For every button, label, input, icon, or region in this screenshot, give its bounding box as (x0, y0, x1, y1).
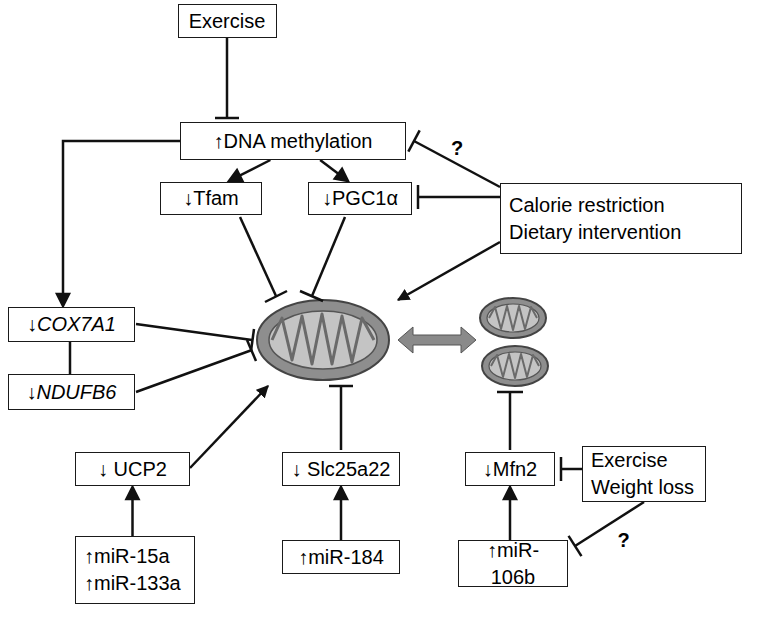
process-box: ↑miR-15a ↑miR-133a (75, 536, 195, 604)
mitochondrion-small (480, 298, 546, 338)
process-box: Calorie restriction Dietary intervention (500, 183, 742, 254)
arrowhead (127, 487, 139, 499)
edge-label: ? (449, 138, 465, 158)
process-box: ↓PGC1α (308, 182, 412, 215)
connector-group (569, 502, 644, 556)
process-box: ↓ UCP2 (75, 452, 190, 486)
box-label: ↑miR-184 (298, 544, 384, 571)
connector (131, 495, 134, 536)
connector (236, 160, 270, 177)
connector-group (215, 38, 239, 118)
inhibition-bar (417, 185, 420, 209)
mitochondrion-small (482, 346, 548, 386)
box-label: ↓COX7A1 (27, 311, 116, 338)
box-label: ↓PGC1α (322, 185, 398, 212)
arrowhead (335, 169, 348, 181)
process-box: ↓COX7A1 (8, 307, 135, 342)
process-box: ↑DNA methylation (180, 122, 406, 160)
connector-group (561, 457, 582, 481)
process-box: ↓NDUFB6 (8, 374, 135, 410)
box-label: Exercise (189, 8, 266, 35)
box-label: Calorie restriction Dietary intervention (509, 192, 733, 246)
box-label: ↑miR-15a ↑miR-133a (84, 543, 186, 597)
connector-group (408, 130, 500, 187)
box-label: ↓ Slc25a22 (292, 456, 391, 483)
process-box: ↓ Slc25a22 (282, 452, 400, 486)
connector (575, 502, 644, 546)
arrowhead (57, 294, 69, 306)
fission-fusion-arrow (398, 327, 476, 353)
connector-group (57, 141, 180, 306)
inhibition-bar (569, 536, 582, 556)
inhibition-bar (408, 130, 419, 151)
connector-group (320, 160, 348, 181)
edge-label: ? (616, 530, 632, 550)
process-box: ↓Tfam (160, 182, 262, 215)
box-label: Exercise Weight loss (591, 447, 697, 501)
arrowhead (504, 487, 516, 499)
box-label: ↑DNA methylation (214, 128, 373, 155)
connector-group (229, 160, 270, 181)
inhibition-bar (215, 117, 239, 120)
connector-group (127, 487, 139, 536)
connector (340, 495, 343, 540)
box-label: ↓ UCP2 (98, 456, 167, 483)
connector (226, 38, 229, 118)
mitochondrion-large (257, 300, 389, 380)
connector (63, 141, 180, 298)
arrowhead (229, 170, 242, 181)
arrowhead (335, 487, 347, 499)
connector (418, 196, 500, 199)
connector (69, 342, 72, 374)
box-label: ↑miR-106b (467, 537, 559, 591)
inhibition-bar (560, 457, 563, 481)
connector (509, 495, 512, 540)
process-box: ↑miR-184 (282, 540, 400, 574)
connector-group (504, 487, 516, 540)
process-box: Exercise (178, 4, 277, 38)
process-box: Exercise Weight loss (582, 446, 706, 502)
box-label: ↓Tfam (183, 185, 239, 212)
connector (561, 468, 582, 471)
process-box: ↑miR-106b (458, 540, 568, 587)
mitochondria-links (136, 217, 523, 468)
box-label: ↓Mfn2 (483, 456, 537, 483)
process-box: ↓Mfn2 (465, 452, 555, 486)
connector-group (335, 487, 347, 540)
box-label: ↓NDUFB6 (26, 379, 116, 406)
connector-group (70, 342, 71, 374)
connector-group (418, 185, 500, 209)
